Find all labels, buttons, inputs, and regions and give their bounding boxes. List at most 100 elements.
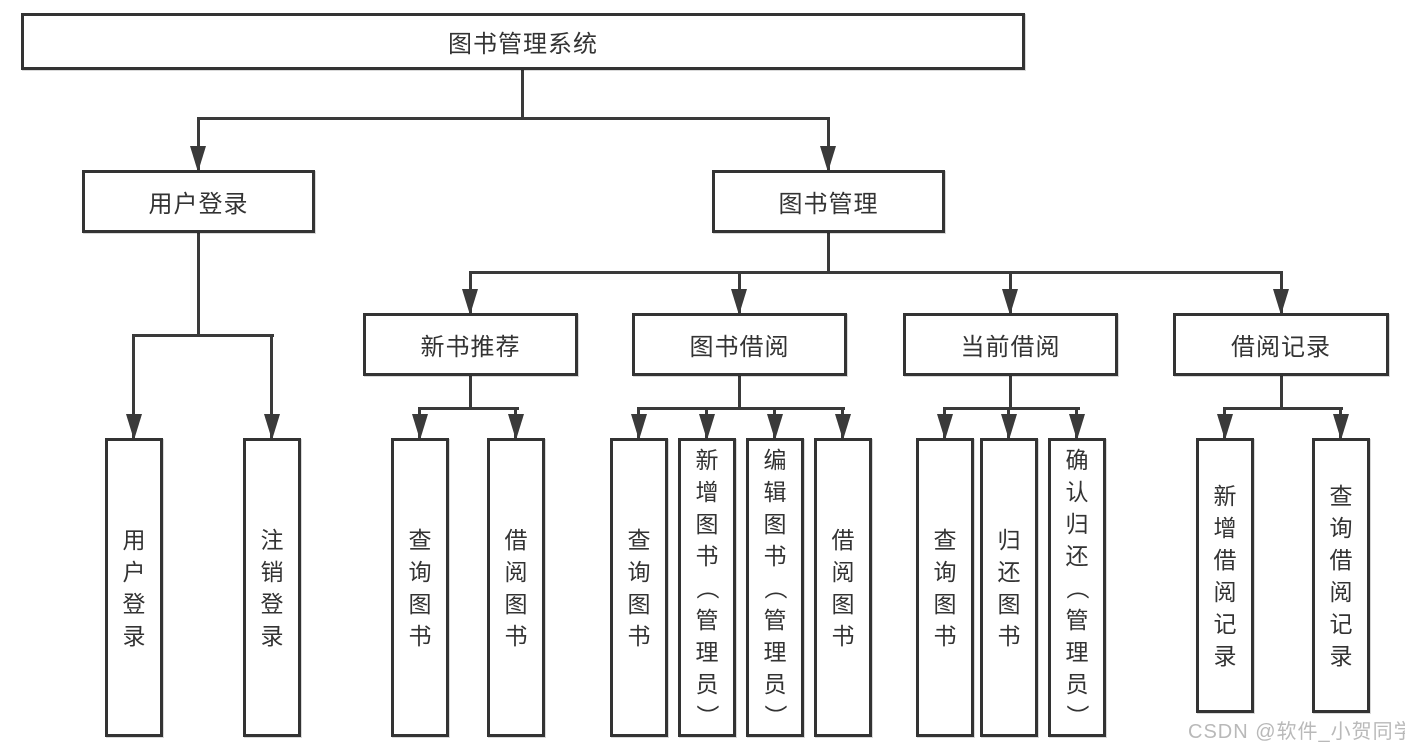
- vertical-char: 户: [122, 558, 146, 585]
- leaf-add-borrow-record: 新增借阅记录: [1196, 438, 1254, 713]
- node-root-label: 图书管理系统: [448, 31, 598, 58]
- connector-level3-hline: [469, 271, 1282, 274]
- arrowhead-icon: [508, 414, 524, 440]
- vertical-char: 查: [933, 526, 957, 553]
- node-root: 图书管理系统: [21, 13, 1025, 70]
- arrowhead-icon: [412, 414, 428, 440]
- vertical-char: 记: [1329, 610, 1353, 637]
- vertical-char: 书: [933, 622, 957, 649]
- vertical-char: 阅: [504, 558, 528, 585]
- vertical-char: 询: [1329, 514, 1353, 541]
- arrowhead-icon: [462, 289, 478, 315]
- connector-bookborrow-vline: [738, 376, 741, 409]
- vertical-char: 借: [1329, 546, 1353, 573]
- vertical-char: 归: [1065, 510, 1089, 537]
- vertical-char: 图: [695, 510, 719, 537]
- vertical-char: 理: [1065, 638, 1089, 665]
- vertical-char: 员: [1065, 670, 1089, 697]
- arrowhead-icon: [767, 414, 783, 440]
- vertical-char: 图: [627, 590, 651, 617]
- node-borrow-records: 借阅记录: [1173, 313, 1389, 376]
- arrowhead-icon: [820, 146, 836, 172]
- vertical-char: 书: [997, 622, 1021, 649]
- vertical-char: 新: [695, 446, 719, 473]
- vertical-char: 书: [627, 622, 651, 649]
- leaf-logout-label: 注销登录: [261, 524, 284, 652]
- vertical-char: 新: [1213, 482, 1237, 509]
- node-book-borrow: 图书借阅: [632, 313, 847, 376]
- vertical-char: 图: [763, 510, 787, 537]
- vertical-char: 书: [408, 622, 432, 649]
- vertical-char: 理: [695, 638, 719, 665]
- leaf-add-borrow-record-label: 新增借阅记录: [1214, 480, 1237, 672]
- vertical-char: 员: [695, 670, 719, 697]
- vertical-char: 图: [997, 590, 1021, 617]
- node-current-borrow-label: 当前借阅: [960, 334, 1061, 361]
- arrowhead-icon: [1069, 414, 1085, 440]
- vertical-char: 录: [1213, 642, 1237, 669]
- vertical-char: 登: [260, 590, 284, 617]
- connector-userlogin-hline: [132, 334, 274, 337]
- vertical-char: 书: [831, 622, 855, 649]
- connector-root-vline: [521, 70, 524, 118]
- connector-drop-book-mgmt: [827, 117, 830, 170]
- vertical-char: 编: [763, 446, 787, 473]
- vertical-char: 图: [933, 590, 957, 617]
- arrowhead-icon: [731, 289, 747, 315]
- leaf-query-books-borrow: 查询图书: [610, 438, 668, 737]
- connector-drop-leaf-logout: [270, 334, 273, 438]
- vertical-char: 图: [408, 590, 432, 617]
- leaf-borrow-books-label: 借阅图书: [832, 524, 855, 652]
- vertical-char: 询: [627, 558, 651, 585]
- leaf-borrow-books: 借阅图书: [814, 438, 872, 737]
- vertical-char: 认: [1065, 478, 1089, 505]
- vertical-char: 还: [997, 558, 1021, 585]
- vertical-char: 销: [260, 558, 284, 585]
- vertical-char: 理: [763, 638, 787, 665]
- node-new-book-recommend: 新书推荐: [363, 313, 578, 376]
- leaf-edit-books-admin-label: 编辑图书（管理员）: [762, 444, 788, 732]
- leaf-query-books-recommend-label: 查询图书: [409, 524, 432, 652]
- vertical-char: 阅: [1213, 578, 1237, 605]
- node-book-management: 图书管理: [712, 170, 945, 233]
- vertical-char: 查: [1329, 482, 1353, 509]
- vertical-char: 图: [831, 590, 855, 617]
- arrowhead-icon: [264, 414, 280, 440]
- vertical-char: ）: [762, 704, 788, 727]
- connector-newbooks-vline: [469, 376, 472, 409]
- leaf-add-books-admin: 新增图书（管理员）: [678, 438, 736, 737]
- vertical-char: （: [1064, 576, 1090, 599]
- vertical-char: ）: [694, 704, 720, 727]
- vertical-char: 辑: [763, 478, 787, 505]
- leaf-query-borrow-record: 查询借阅记录: [1312, 438, 1370, 713]
- vertical-char: 注: [260, 526, 284, 553]
- connector-records-vline: [1280, 376, 1283, 409]
- arrowhead-icon: [1273, 289, 1289, 315]
- leaf-logout: 注销登录: [243, 438, 301, 737]
- arrowhead-icon: [937, 414, 953, 440]
- leaf-return-books: 归还图书: [980, 438, 1038, 737]
- vertical-char: 查: [627, 526, 651, 553]
- leaf-confirm-return-admin: 确认归还（管理员）: [1048, 438, 1106, 737]
- vertical-char: 记: [1213, 610, 1237, 637]
- vertical-char: 管: [763, 606, 787, 633]
- node-current-borrow: 当前借阅: [903, 313, 1118, 376]
- node-book-management-label: 图书管理: [778, 191, 879, 218]
- vertical-char: 管: [1065, 606, 1089, 633]
- vertical-char: 图: [504, 590, 528, 617]
- vertical-char: （: [762, 576, 788, 599]
- vertical-char: 书: [763, 542, 787, 569]
- vertical-char: 归: [997, 526, 1021, 553]
- vertical-char: 阅: [831, 558, 855, 585]
- connector-bookborrow-hline: [637, 407, 845, 410]
- vertical-char: 借: [1213, 546, 1237, 573]
- leaf-edit-books-admin: 编辑图书（管理员）: [746, 438, 804, 737]
- vertical-char: 书: [504, 622, 528, 649]
- arrowhead-icon: [190, 146, 206, 172]
- leaf-query-borrow-record-label: 查询借阅记录: [1330, 480, 1353, 672]
- vertical-char: 还: [1065, 542, 1089, 569]
- arrowhead-icon: [699, 414, 715, 440]
- vertical-char: 书: [695, 542, 719, 569]
- arrowhead-icon: [1002, 289, 1018, 315]
